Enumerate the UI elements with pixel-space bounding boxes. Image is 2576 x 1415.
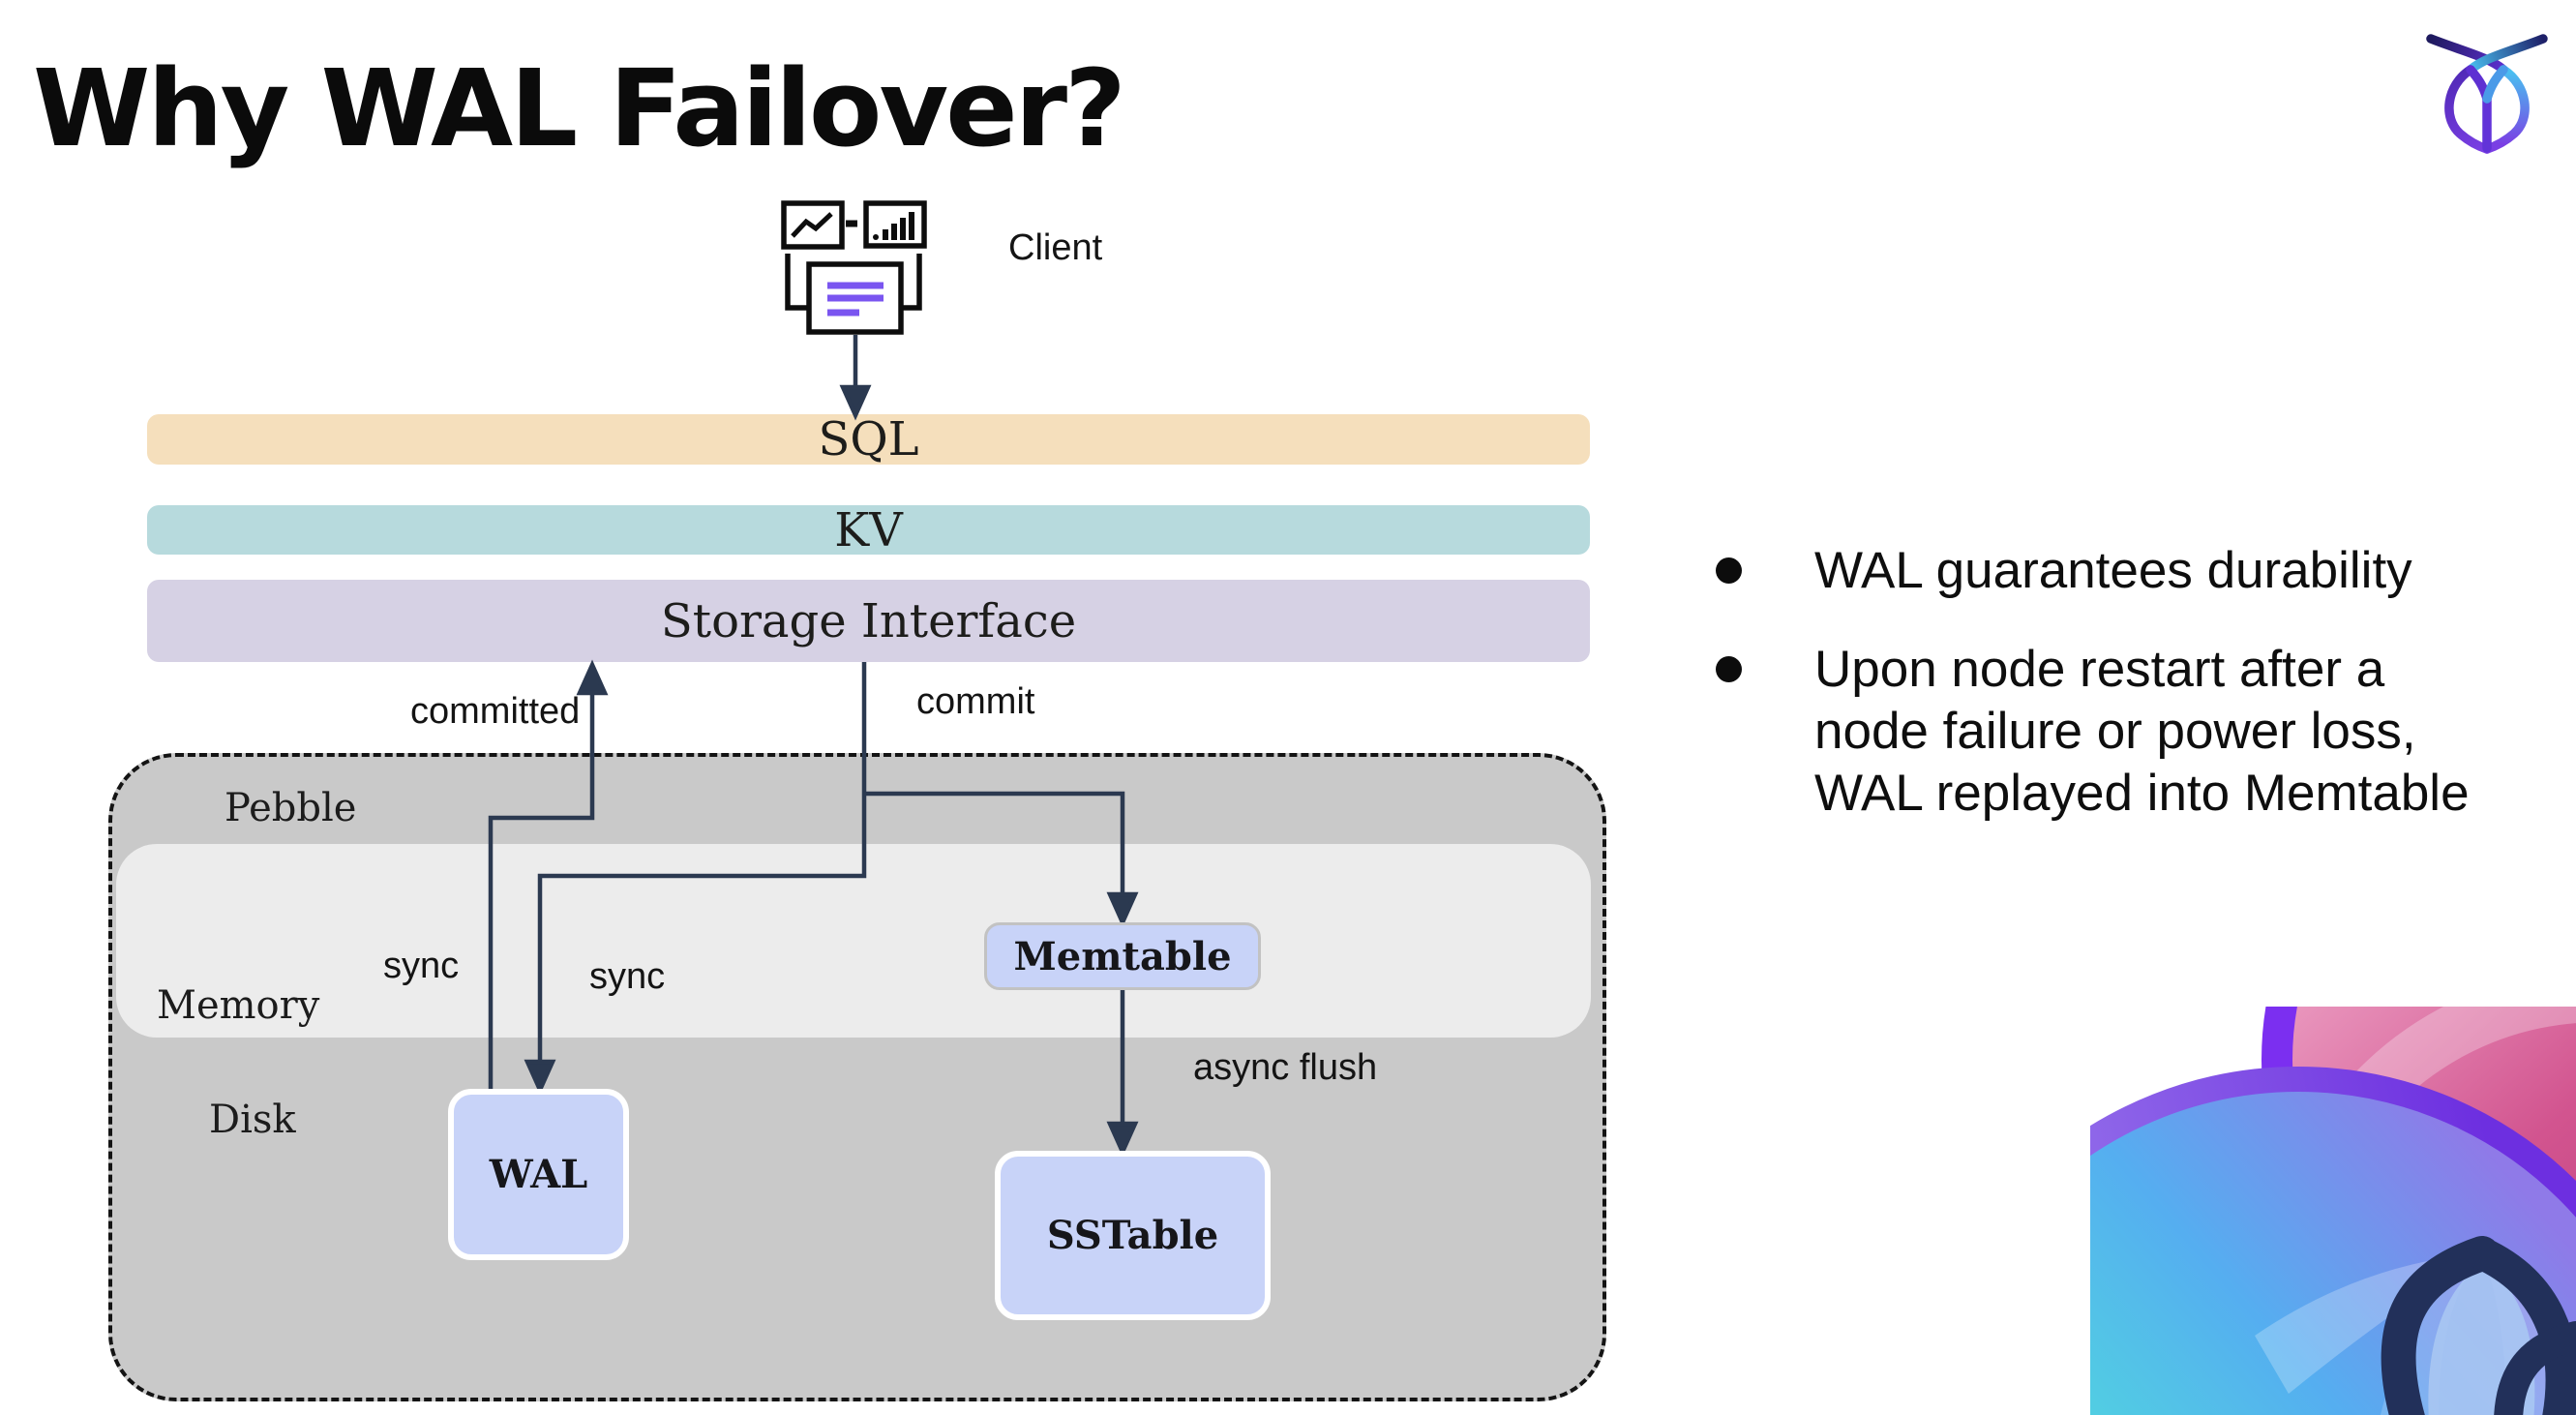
brand-art-graphic [2090, 1007, 2576, 1415]
memtable-node-label: Memtable [1013, 933, 1232, 979]
disk-label: Disk [209, 1098, 296, 1142]
client-icon [781, 200, 927, 335]
async-flush-label: async flush [1193, 1047, 1378, 1088]
sync-upper-label: sync [383, 946, 460, 986]
layer-storage-interface: Storage Interface [147, 580, 1590, 662]
bullet-text: WAL guarantees durability [1814, 542, 2412, 599]
bullet-dot-icon [1716, 656, 1742, 682]
bullet-item: Upon node restart after a node failure o… [1716, 639, 2567, 825]
sync-lower-label: sync [589, 956, 666, 997]
bar-chart-glyph [873, 212, 914, 240]
sstable-node-label: SSTable [1046, 1213, 1219, 1258]
memtable-node: Memtable [984, 922, 1261, 990]
memory-band [116, 844, 1591, 1038]
bullet-list: WAL guarantees durability Upon node rest… [1716, 540, 2567, 825]
page-title: Why WAL Failover? [33, 46, 1126, 170]
committed-label: committed [410, 691, 581, 732]
pebble-label: Pebble [225, 786, 357, 830]
bullet-item: WAL guarantees durability [1716, 540, 2567, 602]
layer-kv-label: KV [834, 502, 903, 557]
layer-sql: SQL [147, 412, 1590, 467]
layer-kv: KV [147, 502, 1590, 557]
cockroachdb-logo-icon [2426, 34, 2548, 154]
layer-sql-label: SQL [818, 412, 919, 467]
memory-label: Memory [157, 983, 320, 1028]
document-lines-glyph [827, 282, 884, 316]
bullet-text: Upon node restart after a node failure o… [1814, 641, 2470, 822]
commit-label: commit [916, 681, 1035, 722]
wal-node-label: WAL [489, 1152, 588, 1197]
bullet-dot-icon [1716, 557, 1742, 584]
client-label: Client [1008, 227, 1103, 268]
layer-storage-interface-label: Storage Interface [660, 593, 1077, 648]
wal-node: WAL [448, 1089, 629, 1260]
sstable-node: SSTable [995, 1151, 1271, 1320]
